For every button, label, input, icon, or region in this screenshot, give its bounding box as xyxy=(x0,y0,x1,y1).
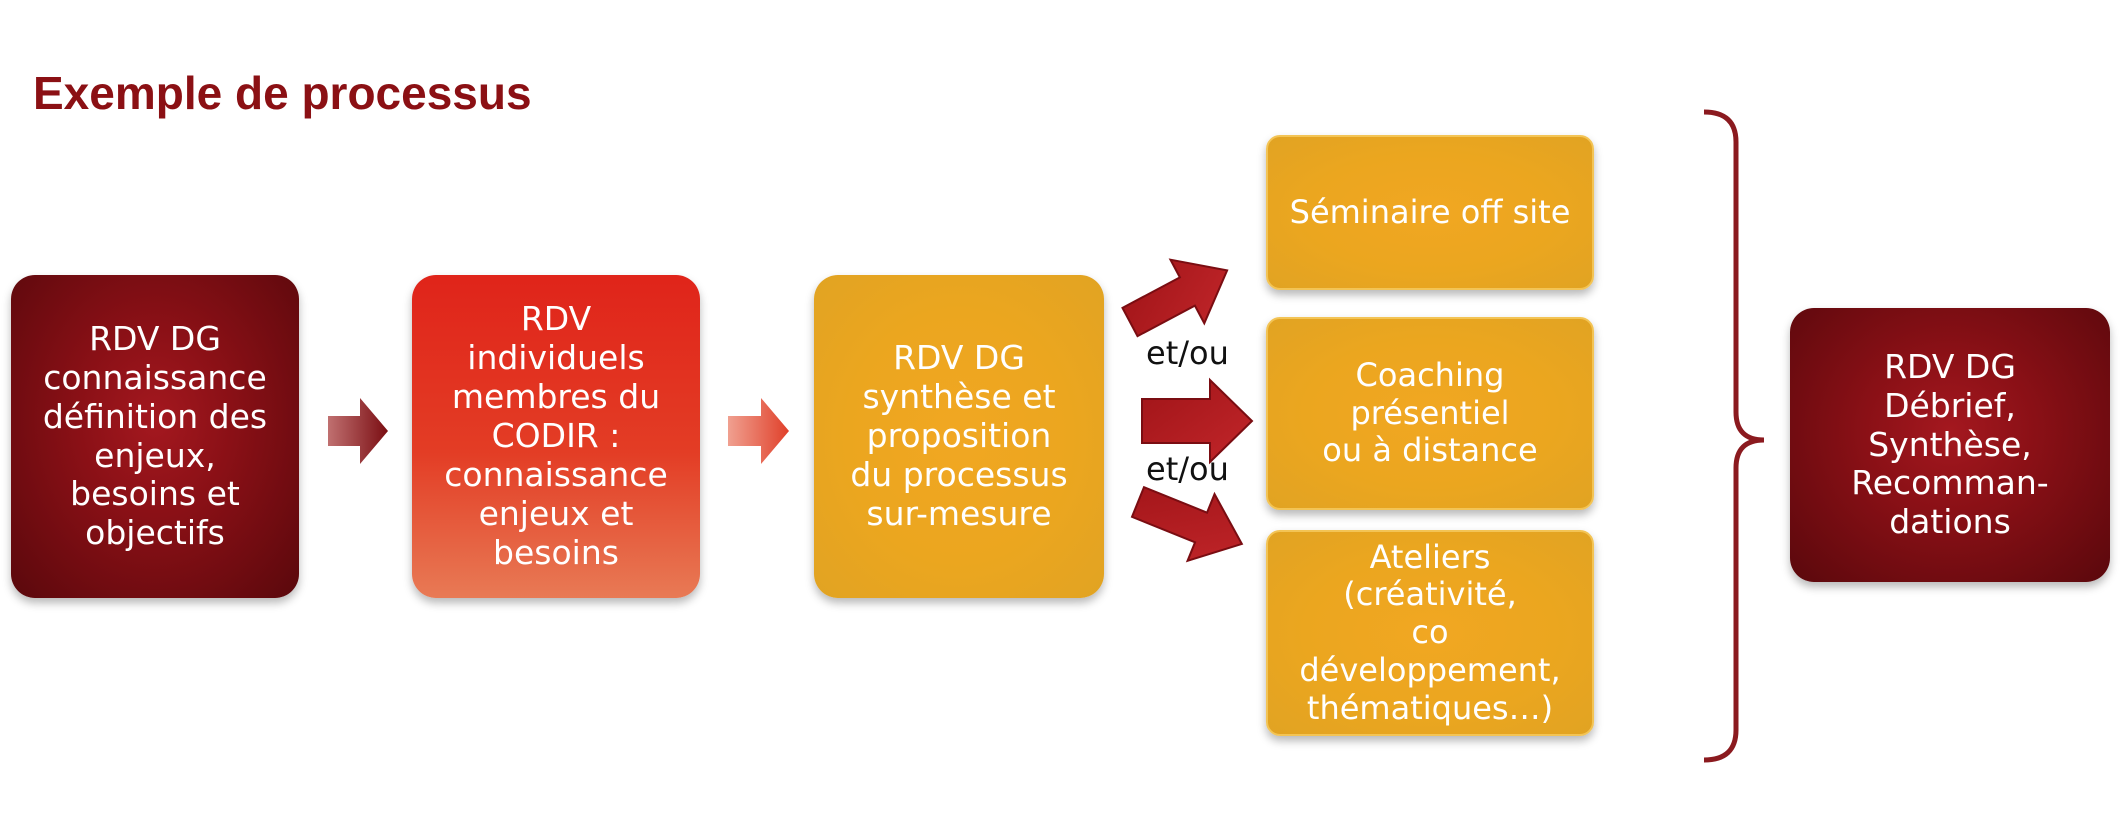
option1-text: Séminaire off site xyxy=(1289,192,1571,231)
right-bracket xyxy=(1703,109,1765,763)
option1-box: Séminaire off site xyxy=(1266,135,1594,290)
step2-box: RDV individuels membres du CODIR : conna… xyxy=(412,275,700,598)
step4-box: RDV DG Débrief, Synthèse, Recomman- dati… xyxy=(1790,308,2110,582)
step3-box: RDV DG synthèse et proposition du proces… xyxy=(814,275,1104,598)
option2-box: Coaching présentiel ou à distance xyxy=(1266,317,1594,510)
arrow-step2-step3 xyxy=(728,398,789,464)
option2-text: Coaching présentiel ou à distance xyxy=(1322,355,1538,470)
step4-text: RDV DG Débrief, Synthèse, Recomman- dati… xyxy=(1851,346,2049,542)
arrow-to-option3 xyxy=(1130,485,1244,563)
connector-label-2: et/ou xyxy=(1146,450,1229,488)
connector-label-1: et/ou xyxy=(1146,334,1229,372)
option3-text: Ateliers (créativité, co développement, … xyxy=(1299,537,1561,727)
step1-text: RDV DG connaissance définition des enjeu… xyxy=(42,318,268,553)
step3-text: RDV DG synthèse et proposition du proces… xyxy=(850,338,1068,533)
option3-box: Ateliers (créativité, co développement, … xyxy=(1266,530,1594,736)
step2-text: RDV individuels membres du CODIR : conna… xyxy=(444,299,668,572)
arrow-to-option2 xyxy=(1141,377,1254,465)
step1-box: RDV DG connaissance définition des enjeu… xyxy=(11,275,299,598)
arrow-step1-step2 xyxy=(328,398,388,464)
page-title: Exemple de processus xyxy=(33,67,532,119)
arrow-to-option1 xyxy=(1121,258,1229,338)
